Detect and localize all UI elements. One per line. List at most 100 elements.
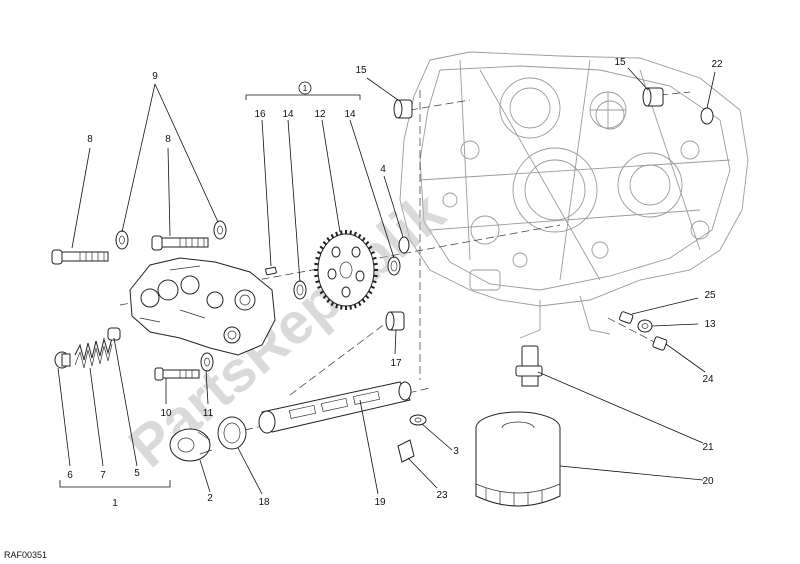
part-9-washer-b [213, 220, 227, 240]
part-19-filter-screen [258, 381, 412, 434]
part-10-screw [154, 367, 200, 381]
gear-tooth [365, 241, 370, 246]
callout-18: 18 [258, 497, 270, 508]
gear-tooth [349, 230, 352, 235]
part-2-drain-plug [169, 428, 213, 462]
part-8-screw-lower [151, 235, 209, 251]
kit-group-number: 1 [303, 84, 308, 93]
part-21-nipple [515, 345, 543, 387]
gear-tooth [314, 262, 319, 266]
callout-20: 20 [702, 476, 714, 487]
gear-tooth [353, 231, 357, 237]
part-6-plug [54, 351, 71, 369]
part-14-washer-b [387, 256, 401, 276]
callout-8-upper: 8 [87, 134, 93, 145]
gear-tooth [370, 250, 375, 255]
callout-22: 22 [711, 59, 723, 70]
part-4-o-ring [398, 236, 410, 254]
gear-tooth [372, 256, 377, 260]
callout-8-lower: 8 [165, 134, 171, 145]
part-11-washer [200, 352, 214, 372]
gear-tooth [340, 230, 343, 235]
callout-15-a: 15 [355, 65, 367, 76]
part-22-o-ring [700, 107, 714, 125]
callout-9: 9 [152, 71, 158, 82]
leader-lines [57, 67, 716, 495]
callout-25: 25 [704, 290, 716, 301]
gear-tooth [335, 231, 339, 237]
callout-15-b: 15 [614, 57, 626, 68]
part-24-plug [652, 336, 668, 351]
gear-tooth [314, 274, 319, 278]
gear-tooth [361, 298, 366, 303]
gear-tooth [315, 256, 320, 260]
part-16-key [265, 266, 277, 276]
gear-tooth [326, 298, 331, 303]
oil-pump-body [129, 257, 276, 356]
callout-16: 16 [254, 109, 266, 120]
gear-tooth [370, 285, 375, 290]
part-9-washer-a [115, 230, 129, 250]
diagram-code: RAF00351 [4, 550, 47, 560]
gear-tooth [319, 290, 324, 295]
part-18-seal [217, 416, 247, 450]
part-15-bushing-a [393, 99, 413, 119]
gear-tooth [349, 305, 352, 310]
callout-21: 21 [702, 442, 714, 453]
part-25-bolt [619, 311, 634, 324]
part-15-bushing-b [642, 87, 664, 107]
part-12-gear [314, 230, 378, 310]
part-17-bushing [385, 311, 405, 331]
gear-tooth [335, 303, 339, 309]
part-8-screw-upper [51, 249, 109, 265]
gear-tooth [317, 250, 322, 255]
gear-tooth [330, 233, 335, 239]
callout-17: 17 [390, 358, 402, 369]
callout-14-b: 14 [344, 109, 356, 120]
callout-24: 24 [702, 374, 714, 385]
gear-tooth [373, 274, 378, 278]
callout-23: 23 [436, 490, 448, 501]
gear-tooth [368, 245, 373, 250]
gear-tooth [317, 285, 322, 290]
part-14-washer-a [293, 280, 307, 300]
kit-group-marker: 1 [298, 81, 312, 95]
callout-12: 12 [314, 109, 326, 120]
part-13-washer [637, 319, 653, 333]
callout-4: 4 [380, 164, 386, 175]
gear-tooth [361, 237, 366, 242]
gear-tooth [365, 294, 370, 299]
gear-tooth [326, 237, 331, 242]
gear-tooth [315, 280, 320, 284]
gear-teeth [314, 230, 378, 310]
part-3-washer [409, 414, 427, 426]
gear-tooth [330, 301, 335, 307]
callout-2: 2 [207, 493, 213, 504]
callout-1: 1 [112, 498, 118, 509]
callout-11: 11 [203, 408, 214, 419]
gear-tooth [373, 262, 378, 266]
gear-tooth [372, 280, 377, 284]
callout-10: 10 [160, 408, 172, 419]
part-23-plug [397, 439, 415, 463]
callout-6: 6 [67, 470, 73, 481]
crankcase-half [399, 51, 749, 339]
callout-7: 7 [100, 470, 106, 481]
callout-3: 3 [453, 446, 459, 457]
gear-tooth [357, 301, 362, 307]
callout-19: 19 [374, 497, 386, 508]
gear-tooth [353, 303, 357, 309]
gear-tooth [322, 294, 327, 299]
callout-5: 5 [134, 468, 140, 479]
callout-13: 13 [704, 319, 716, 330]
gear-tooth [319, 245, 324, 250]
gear-tooth [368, 290, 373, 295]
gear-tooth [357, 233, 362, 239]
gear-tooth [322, 241, 327, 246]
callout-labels: 9 8 8 16 14 12 14 15 4 15 22 25 13 24 21… [67, 57, 723, 509]
part-20-oil-filter [475, 411, 561, 507]
gear-tooth [340, 305, 343, 310]
callout-14-a: 14 [282, 109, 294, 120]
part-7-spring [74, 337, 113, 369]
